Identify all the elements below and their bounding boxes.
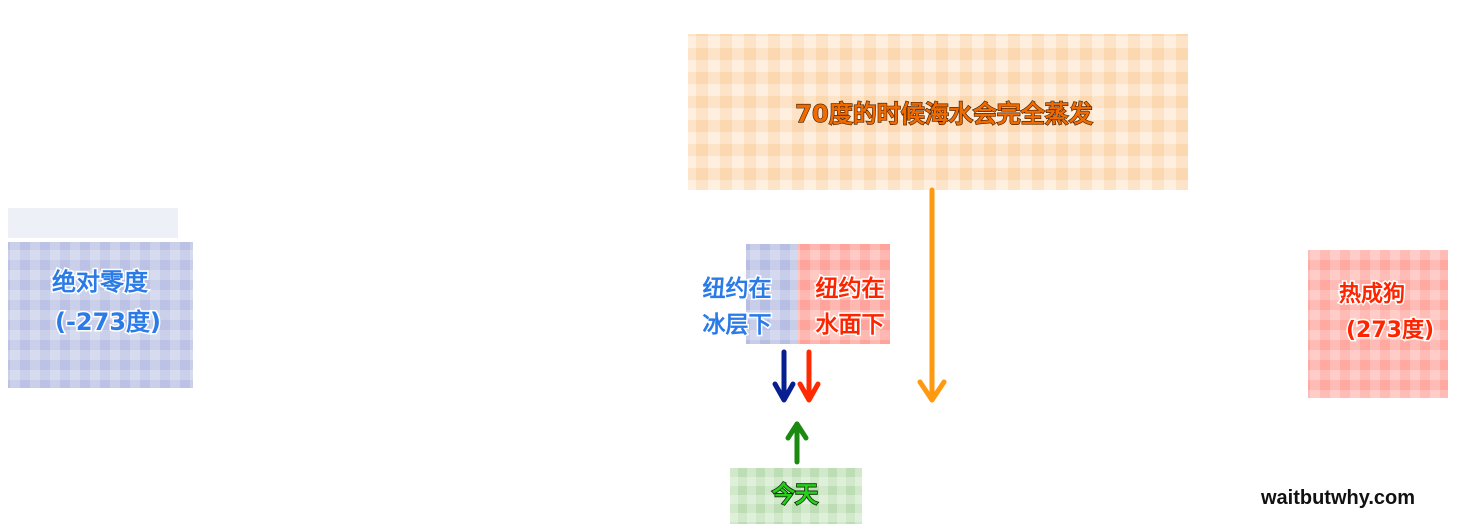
today-backdrop bbox=[730, 468, 862, 524]
left-end-sublabel: (-273度) bbox=[55, 308, 161, 336]
nyc-water-backdrop bbox=[798, 244, 890, 344]
right-end-sublabel: (273度) bbox=[1346, 317, 1434, 343]
right-end-backdrop bbox=[1308, 250, 1448, 398]
nyc-ice-sublabel: 冰层下 bbox=[703, 312, 772, 338]
ocean-evaporate-backdrop bbox=[688, 34, 1188, 190]
right-end-label: 热成狗 bbox=[1339, 281, 1405, 307]
nyc-ice-label: 纽约在 bbox=[703, 275, 772, 302]
nyc-water-arrow-icon bbox=[797, 349, 821, 403]
left-end-backdrop-fade bbox=[8, 208, 178, 238]
nyc-water-sublabel: 水面下 bbox=[816, 312, 885, 338]
today-arrow-icon bbox=[785, 421, 809, 465]
brand-watermark: waitbutwhy.com bbox=[1260, 487, 1415, 509]
nyc-ice-arrow-icon bbox=[772, 349, 796, 403]
nyc-ice-backdrop bbox=[746, 244, 798, 344]
today-label: 今天 bbox=[772, 481, 819, 508]
label-backdrops bbox=[8, 34, 1448, 524]
ocean-evaporate-label: 70度的时候海水会完全蒸发 bbox=[795, 100, 1092, 128]
nyc-water-label: 纽约在 bbox=[816, 275, 885, 302]
ocean-evaporate-arrow-icon bbox=[917, 187, 947, 403]
left-end-label: 绝对零度 bbox=[52, 268, 149, 296]
left-end-backdrop bbox=[8, 242, 193, 388]
